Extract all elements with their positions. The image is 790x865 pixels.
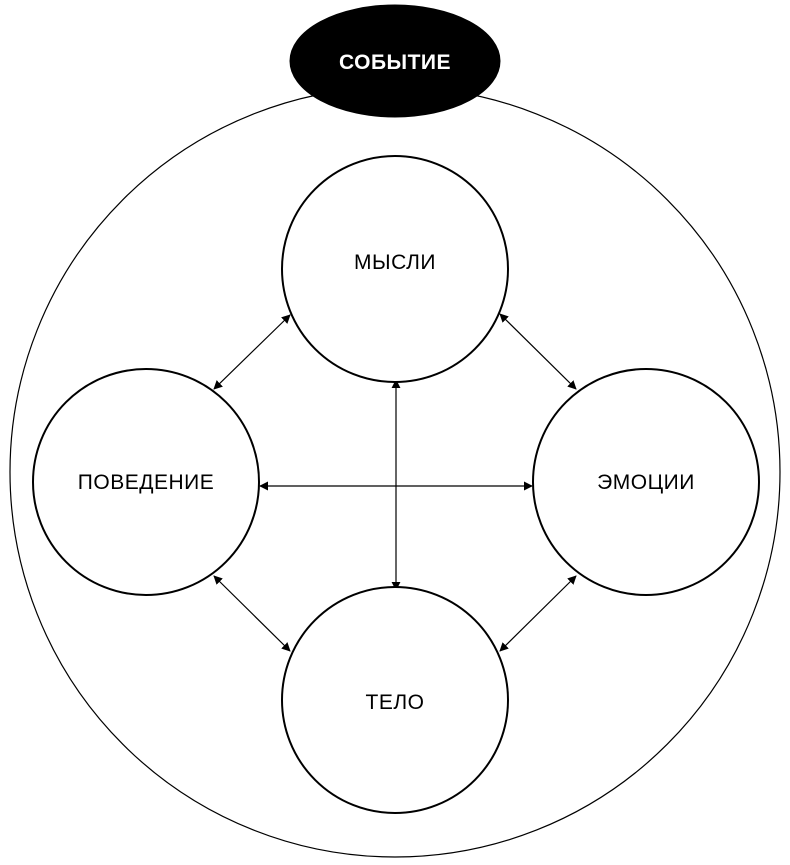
event-ellipse bbox=[289, 4, 501, 118]
body-circle bbox=[281, 586, 509, 814]
arrow-behavior-body bbox=[213, 575, 291, 652]
body-label: ТЕЛО bbox=[366, 691, 425, 714]
emotions-label: ЭМОЦИИ bbox=[597, 471, 695, 494]
behavior-circle bbox=[32, 368, 260, 596]
thoughts-circle bbox=[281, 155, 509, 383]
thoughts-label: МЫСЛИ bbox=[354, 251, 436, 274]
arrow-thoughts-behavior bbox=[213, 314, 291, 390]
arrow-emotions-body bbox=[499, 575, 577, 652]
event-label: СОБЫТИЕ bbox=[339, 51, 451, 74]
behavior-label: ПОВЕДЕНИЕ bbox=[78, 471, 214, 494]
emotions-circle bbox=[532, 368, 760, 596]
arrow-thoughts-emotions bbox=[499, 313, 577, 390]
